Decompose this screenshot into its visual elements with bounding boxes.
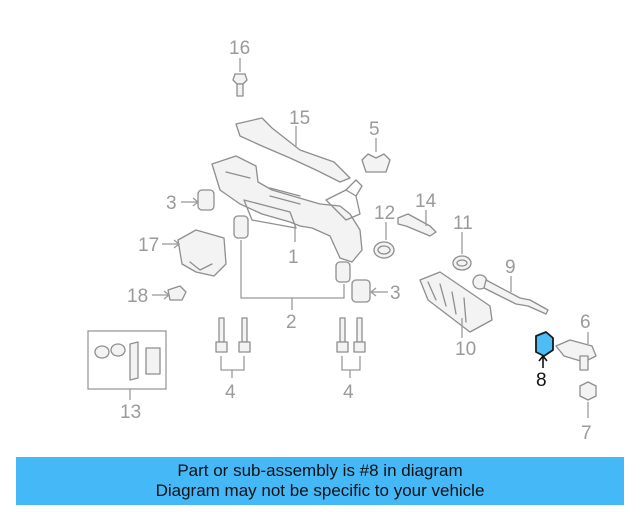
part-1-steering-gear[interactable]: [211, 155, 363, 263]
callout-1: 1: [288, 247, 299, 268]
callout-17: 17: [138, 235, 159, 256]
part-15-heat-shield[interactable]: [235, 117, 351, 183]
callout-12: 12: [374, 203, 395, 224]
part-bushing-left[interactable]: [233, 215, 249, 239]
part-18-bolt[interactable]: [152, 285, 187, 301]
callout-4-left: 4: [225, 382, 236, 403]
callout-18: 18: [127, 286, 148, 307]
part-9-inner-tie-rod[interactable]: [472, 274, 549, 315]
callout-16: 16: [229, 38, 250, 59]
callout-9: 9: [505, 257, 516, 278]
callout-3-upper: 3: [166, 193, 177, 214]
part-6-tie-rod-end[interactable]: [555, 332, 597, 371]
callout-7: 7: [581, 423, 592, 444]
part-17-cover[interactable]: [162, 229, 227, 277]
part-11-clamp[interactable]: [452, 232, 472, 271]
callout-10: 10: [455, 339, 476, 360]
banner-line-1: Part or sub-assembly is #8 in diagram: [177, 461, 463, 480]
callout-8: 8: [536, 370, 547, 391]
part-8-nut[interactable]: [535, 331, 554, 368]
part-bushing-right[interactable]: [335, 261, 351, 283]
part-14-bracket[interactable]: [397, 210, 437, 237]
callout-4-right: 4: [343, 382, 354, 403]
callout-2: 2: [286, 312, 297, 333]
parts-diagram: 16 15 5 3 1 14 12: [87, 38, 597, 444]
callout-3-lower: 3: [390, 283, 401, 304]
banner-line-2: Diagram may not be specific to your vehi…: [155, 481, 485, 500]
callout-11: 11: [453, 213, 473, 234]
callout-13: 13: [120, 402, 141, 423]
part-12-clamp[interactable]: [373, 222, 395, 259]
part-10-boot[interactable]: [419, 271, 493, 338]
info-banner: Part or sub-assembly is #8 in diagram Di…: [16, 457, 624, 505]
part-3-bushing-upper[interactable]: [181, 189, 215, 211]
part-5-mount[interactable]: [361, 138, 391, 173]
part-13-kit[interactable]: [87, 330, 167, 400]
part-2-leader: [240, 240, 345, 310]
part-4-bolts-right[interactable]: [336, 317, 366, 378]
callout-14: 14: [415, 191, 437, 212]
part-16-bolt[interactable]: [232, 58, 248, 97]
callout-15: 15: [289, 108, 310, 129]
part-4-bolts-left[interactable]: [215, 317, 251, 378]
callout-6: 6: [580, 312, 591, 333]
callout-5: 5: [369, 119, 380, 140]
part-3-bushing-lower[interactable]: [351, 279, 388, 303]
part-7-nut[interactable]: [579, 381, 597, 418]
